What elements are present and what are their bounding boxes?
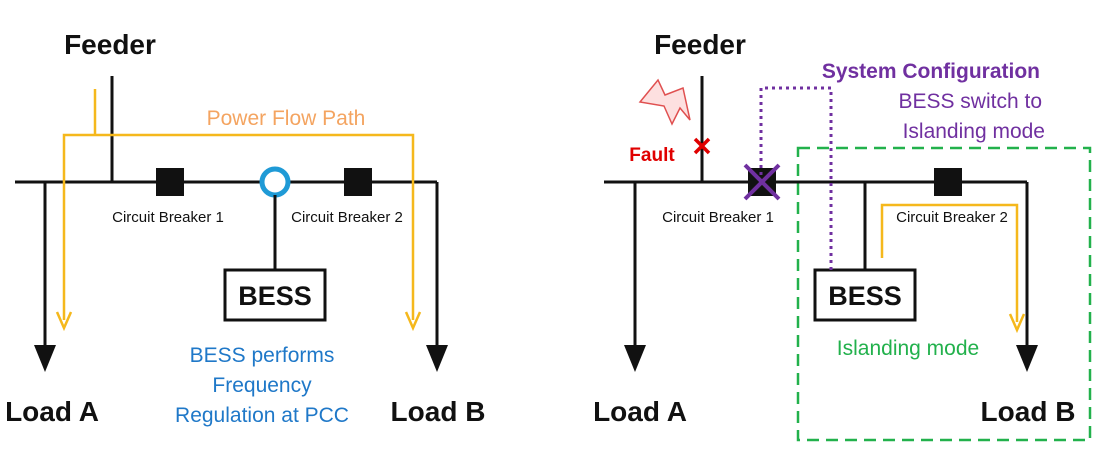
left-pcc-marker [259,166,291,198]
switch-note-line-2: Islanding mode [903,120,1045,143]
right-islanding-region [796,146,1092,442]
left-breaker-1 [156,168,184,196]
left-bess-note-line-1: BESS performs [190,344,335,367]
system-configuration-label: System Configuration [822,60,1040,83]
left-power-flow-label: Power Flow Path [207,107,366,130]
left-cb1-label: Circuit Breaker 1 [112,209,224,226]
left-load-a-label: Load A [5,396,99,427]
left-load-a-arrow [34,345,56,372]
right-load-b-arrow [1016,345,1038,372]
right-power-flow-path [880,203,1019,322]
right-system-config-path [759,86,833,270]
right-load-a-label: Load A [593,396,687,427]
left-bess-note-line-3: Regulation at PCC [175,404,349,427]
right-breaker-2 [934,168,962,196]
left-power-flow-path [62,133,415,320]
left-power-flow-arrowhead-a [55,311,73,332]
right-load-a-arrow [624,345,646,372]
switch-note-line-1: BESS switch to [898,90,1042,113]
left-breaker-2 [344,168,372,196]
left-bess-box [223,268,327,322]
right-cb1-label: Circuit Breaker 1 [662,209,774,226]
fault-mark-b [693,137,711,155]
left-power-flow-arrowhead-b [404,311,422,332]
right-power-flow-arrowhead [1008,313,1026,334]
left-load-b-label: Load B [391,396,486,427]
left-cb2-label: Circuit Breaker 2 [291,209,403,226]
right-diagram: Feeder Fault System Configuration BESS s… [593,29,1092,442]
right-feeder-label: Feeder [654,29,746,60]
right-load-b-label: Load B [981,396,1076,427]
left-bess-label: BESS [238,281,312,311]
left-bess-note-line-2: Frequency [212,374,312,397]
left-load-b-arrow [426,345,448,372]
left-diagram: Feeder Power Flow Path Circuit Breaker 1… [5,29,485,427]
right-bess-label: BESS [828,281,902,311]
right-bess-box [813,268,917,322]
islanding-mode-label: Islanding mode [837,337,979,360]
lightning-icon [638,78,691,126]
left-feeder-label: Feeder [64,29,156,60]
right-cb2-label: Circuit Breaker 2 [896,209,1008,226]
fault-label: Fault [629,145,675,166]
